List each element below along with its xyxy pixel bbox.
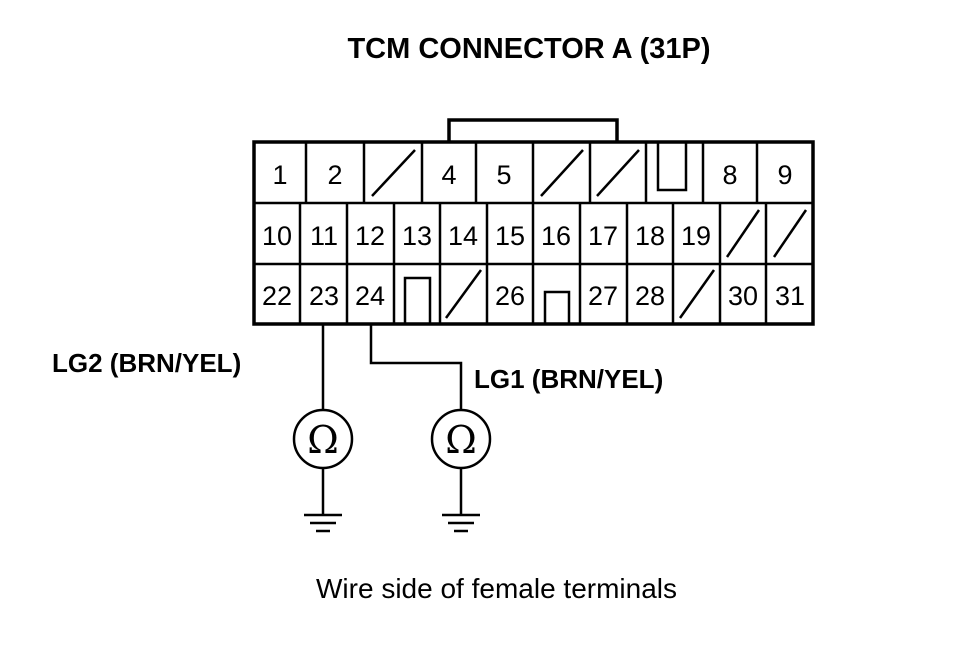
pin-number: 19 bbox=[681, 221, 711, 251]
blank-slash bbox=[772, 209, 808, 258]
diagram-title: TCM CONNECTOR A (31P) bbox=[347, 33, 710, 65]
blank-slash bbox=[371, 149, 416, 197]
pin-number: 4 bbox=[441, 160, 456, 190]
pin-number: 27 bbox=[588, 281, 618, 311]
ohm-icon: Ω bbox=[307, 418, 339, 462]
pin-number: 28 bbox=[635, 281, 665, 311]
pin-number: 16 bbox=[541, 221, 571, 251]
pin-number: 9 bbox=[777, 160, 792, 190]
ground-icon bbox=[304, 513, 342, 533]
pin-number: 18 bbox=[635, 221, 665, 251]
pin-number: 17 bbox=[588, 221, 618, 251]
pin-number: 11 bbox=[310, 221, 338, 251]
lg2-label: LG2 (BRN/YEL) bbox=[52, 348, 241, 378]
blank-slash bbox=[596, 149, 640, 197]
pin-number: 22 bbox=[262, 281, 292, 311]
pin-number: 23 bbox=[309, 281, 339, 311]
pin-number: 8 bbox=[722, 160, 737, 190]
blank-slash bbox=[444, 269, 483, 319]
pin-number: 12 bbox=[355, 221, 385, 251]
blank-slash bbox=[725, 209, 761, 258]
ohm-icon: Ω bbox=[445, 418, 477, 462]
pin-number: 24 bbox=[355, 281, 385, 311]
lg1-label: LG1 (BRN/YEL) bbox=[474, 364, 663, 394]
pin-number: 14 bbox=[448, 221, 478, 251]
pin-number: 31 bbox=[775, 281, 805, 311]
pin-number: 1 bbox=[272, 160, 287, 190]
tcm-connector-a: 1 2 4 5 8 9 10 11 12 13 14 15 16 17 18 1… bbox=[252, 118, 815, 326]
pin-number: 26 bbox=[495, 281, 525, 311]
connector-latch bbox=[447, 118, 619, 142]
lg1-wire bbox=[369, 324, 463, 410]
lg1-circuit: Ω bbox=[369, 324, 492, 533]
pin-number: 13 bbox=[402, 221, 432, 251]
lg2-circuit: Ω bbox=[292, 324, 354, 533]
pin-number: 15 bbox=[495, 221, 525, 251]
ground-icon bbox=[442, 513, 480, 533]
diagram-caption: Wire side of female terminals bbox=[316, 573, 677, 604]
pin-number: 30 bbox=[728, 281, 758, 311]
blank-slash bbox=[540, 149, 584, 197]
pin-number: 10 bbox=[262, 221, 292, 251]
blank-slash bbox=[678, 269, 716, 319]
pin-number: 2 bbox=[327, 160, 342, 190]
pin-number: 5 bbox=[496, 160, 511, 190]
